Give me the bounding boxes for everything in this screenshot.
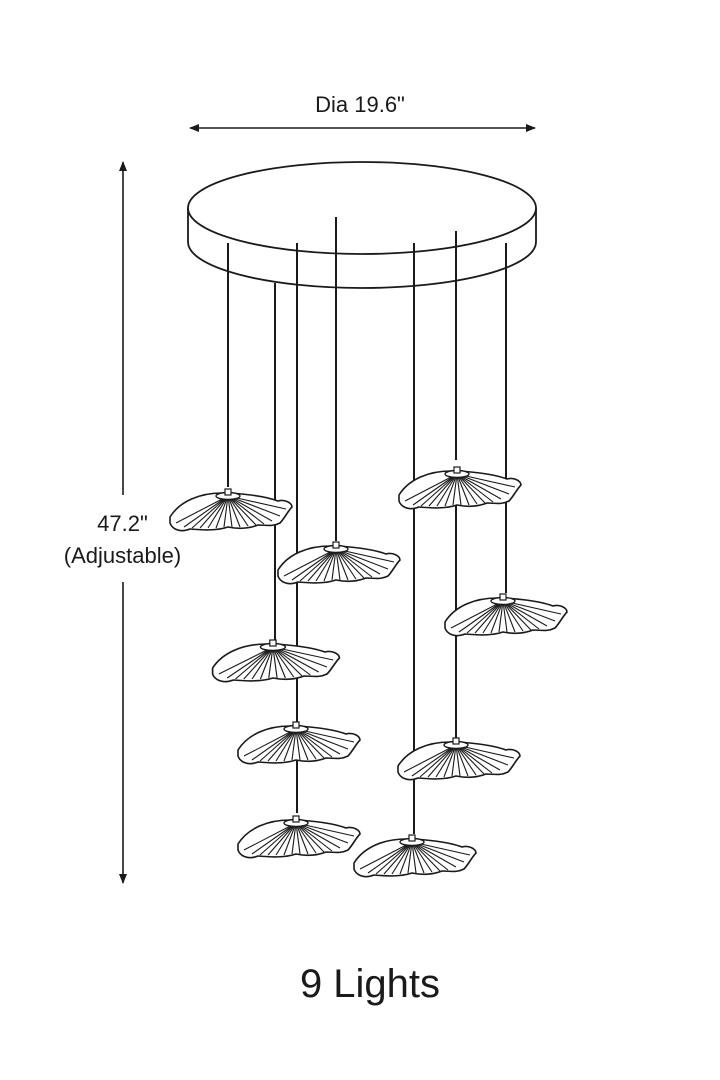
diameter-label: Dia 19.6": [315, 92, 405, 117]
height-note: (Adjustable): [63, 543, 182, 568]
pendant-shades: [169, 466, 568, 878]
shade-6: [398, 466, 522, 510]
shade-3: [211, 639, 341, 683]
shade-5: [237, 815, 361, 859]
shade-9: [353, 834, 477, 878]
shade-7: [444, 593, 568, 637]
shade-8: [397, 737, 521, 781]
height-value: 47.2": [97, 511, 148, 536]
lights-caption: 9 Lights: [299, 962, 441, 1006]
height-label: 47.2" (Adjustable): [20, 508, 225, 572]
ceiling-canopy: [187, 161, 537, 289]
shade-4: [237, 721, 361, 765]
suspension-cords: [227, 217, 507, 834]
